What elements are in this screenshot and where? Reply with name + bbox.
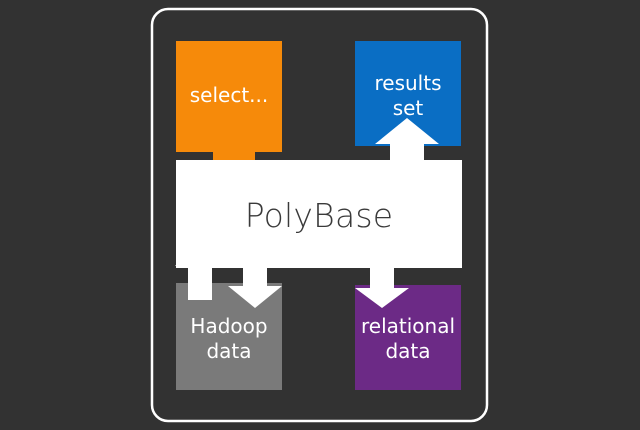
hadoop-label-line1: Hadoop [190,314,268,338]
results-box-label: results set [355,71,461,121]
results-label-line2: set [392,96,424,120]
relational-box-label: relational data [350,314,466,364]
hadoop-label-line2: data [206,339,252,363]
hadoop-box-label: Hadoop data [176,314,282,364]
polybase-to-results-arrow [375,118,439,162]
outer-frame [150,7,489,423]
select-label-text: select... [189,83,269,107]
polybase-band-group [175,118,462,308]
select-box [176,41,282,152]
hadoop-to-polybase-arrow [175,243,225,300]
polybase-to-hadoop-arrow [228,266,282,308]
relational-box [355,285,461,390]
relational-label-line1: relational [360,314,456,338]
polybase-to-relational-arrow [355,266,409,308]
select-box-label: select... [176,83,282,108]
polybase-band [176,160,462,268]
relational-label-line2: data [385,339,431,363]
hadoop-box [176,283,282,390]
polybase-label-text: PolyBase [244,196,394,235]
results-label-line1: results [374,71,442,95]
polybase-label: PolyBase [176,195,462,236]
